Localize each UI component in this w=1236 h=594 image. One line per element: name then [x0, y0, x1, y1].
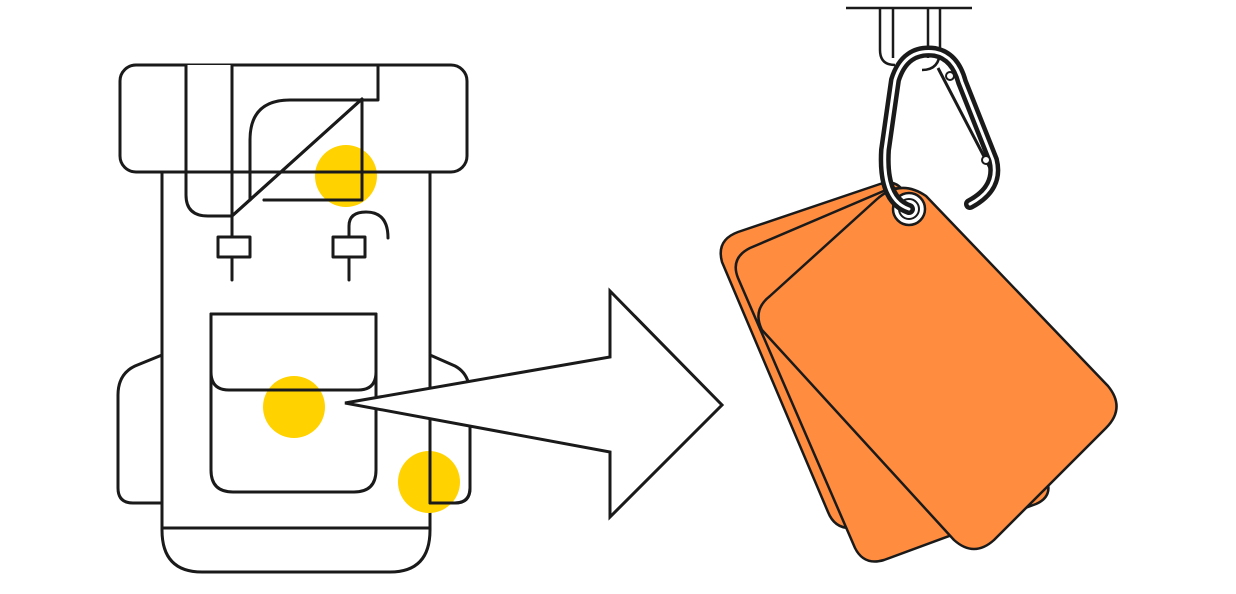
tag-front	[757, 186, 1118, 551]
left-side-pocket	[116, 353, 164, 505]
right-buckle	[331, 235, 367, 259]
marker-front-pocket	[263, 376, 325, 438]
top-flap	[184, 63, 234, 218]
backpack-icon	[116, 63, 472, 574]
luggage-tags-icon	[719, 6, 1118, 563]
carabiner-icon	[878, 45, 1001, 215]
right-arrow-icon	[344, 287, 725, 521]
marker-top-flap	[315, 145, 377, 207]
open-buckle-hook	[347, 210, 390, 240]
top-lid	[118, 63, 469, 174]
left-buckle	[216, 235, 252, 259]
